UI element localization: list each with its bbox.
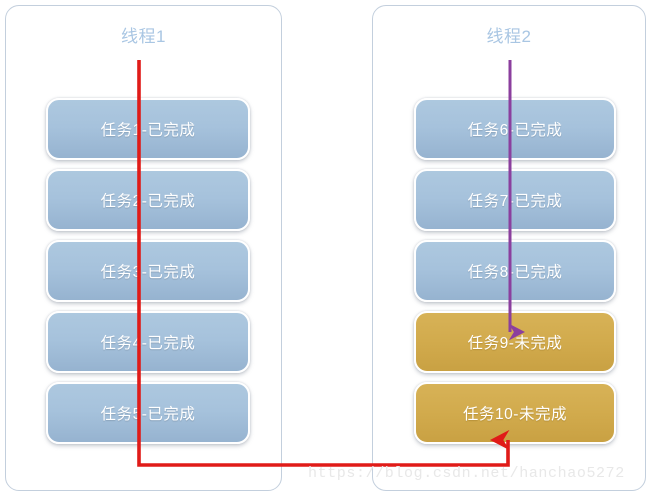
task-box[interactable]: 任务5-已完成 [46, 382, 250, 444]
thread-2-task-list: 任务6-已完成 任务7-已完成 任务8-已完成 任务9-未完成 任务10-未完成 [414, 98, 616, 453]
task-box[interactable]: 任务8-已完成 [414, 240, 616, 302]
task-box[interactable]: 任务2-已完成 [46, 169, 250, 231]
thread-panel-2: 线程2 任务6-已完成 任务7-已完成 任务8-已完成 任务9-未完成 任务10… [372, 5, 646, 491]
thread-panel-1: 线程1 任务1-已完成 任务2-已完成 任务3-已完成 任务4-已完成 任务5-… [5, 5, 282, 491]
task-label: 任务2-已完成 [100, 193, 196, 210]
task-box[interactable]: 任务10-未完成 [414, 382, 616, 444]
task-box[interactable]: 任务4-已完成 [46, 311, 250, 373]
task-box[interactable]: 任务9-未完成 [414, 311, 616, 373]
source-watermark: https://blog.csdn.net/hanchao5272 [308, 465, 625, 482]
thread-1-title: 线程1 [121, 27, 166, 46]
thread-1-task-list: 任务1-已完成 任务2-已完成 任务3-已完成 任务4-已完成 任务5-已完成 [46, 98, 250, 453]
task-label: 任务7-已完成 [467, 193, 563, 210]
task-label: 任务3-已完成 [100, 264, 196, 281]
task-box[interactable]: 任务7-已完成 [414, 169, 616, 231]
task-box[interactable]: 任务1-已完成 [46, 98, 250, 160]
task-label: 任务10-未完成 [463, 406, 567, 423]
thread-2-title: 线程2 [486, 27, 532, 46]
task-label: 任务8-已完成 [467, 264, 563, 281]
task-box[interactable]: 任务3-已完成 [46, 240, 250, 302]
task-label: 任务6-已完成 [467, 122, 563, 139]
task-label: 任务1-已完成 [100, 122, 196, 139]
task-box[interactable]: 任务6-已完成 [414, 98, 616, 160]
task-label: 任务4-已完成 [100, 335, 196, 352]
task-label: 任务5-已完成 [100, 406, 196, 423]
task-label: 任务9-未完成 [467, 335, 563, 352]
